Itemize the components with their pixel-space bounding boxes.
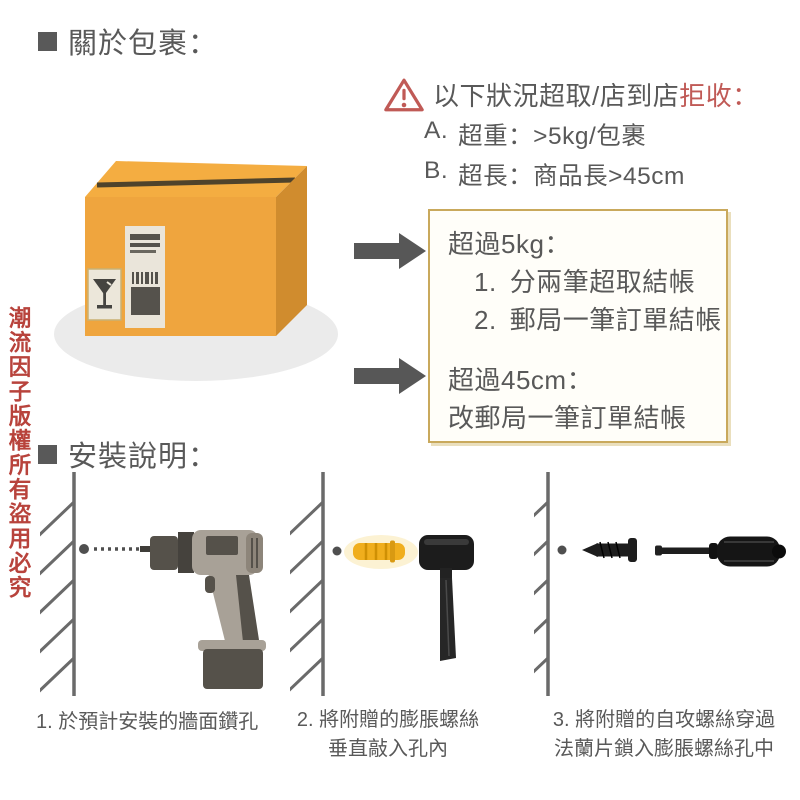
rule-option-text: 分兩筆超取結帳 (509, 267, 696, 297)
parcel-box-illustration (54, 161, 338, 381)
fragile-glass-label (87, 268, 122, 321)
rule-overlength-action: 改郵局一筆訂單結帳 (448, 403, 687, 433)
step-caption-line: 2. 將附贈的膨脹螺絲 (296, 709, 480, 731)
rule-overweight-title: 超過5kg： (448, 229, 571, 259)
step3-caption: 3. 將附贈的自攻螺絲穿過 法蘭片鎖入膨脹螺絲孔中 (528, 706, 800, 764)
arrow-right-icon (354, 233, 426, 269)
section-header-package: 關於包裹： (38, 20, 218, 62)
step2-anchor-hammer-illustration (290, 472, 474, 696)
parcel-side-face (276, 166, 307, 336)
warning-item-text: 超長：商品長>45cm (458, 163, 685, 190)
drill-hole-dot (332, 546, 342, 556)
self-tapping-screw-icon (582, 538, 637, 562)
section-title-install: 安裝說明： (68, 441, 219, 473)
mallet-icon (419, 535, 474, 661)
section-header-install: 安裝說明： (38, 433, 218, 475)
rule-option-number: 1. (474, 267, 497, 297)
step1-drill-illustration (40, 472, 266, 696)
rule-overweight-option-1: 1. 分兩筆超取結帳 (448, 263, 726, 301)
step-caption-line: 3. 將附贈的自攻螺絲穿過 (552, 709, 776, 731)
wall-hatching (534, 500, 550, 674)
warning-refuse-text: 拒收： (679, 81, 759, 111)
electric-drill-icon (140, 530, 266, 689)
step-caption-line: 1. 於預計安裝的牆面鑽孔 (36, 711, 259, 733)
shipping-rules-box: 超過5kg： 1. 分兩筆超取結帳 2. 郵局一筆訂單結帳 超過45cm： 改郵… (428, 209, 728, 443)
step2-caption: 2. 將附贈的膨脹螺絲 垂直敲入孔內 (293, 706, 483, 764)
step-caption-line: 垂直敲入孔內 (328, 738, 448, 760)
warning-item-overweight: A. 超重：>5kg/包裹 (424, 117, 646, 152)
rule-overweight-option-2: 2. 郵局一筆訂單結帳 (448, 301, 726, 339)
wall-anchor-icon (344, 535, 418, 569)
step3-screw-screwdriver-illustration (534, 472, 786, 696)
arrow-right-icon (354, 358, 426, 394)
warning-item-label: B. (424, 157, 449, 184)
barcode (132, 272, 158, 284)
parcel-top-face (85, 161, 307, 197)
refusal-warning-row: 以下狀況超取/店到店拒收： (383, 76, 759, 113)
warning-triangle-icon (384, 78, 424, 112)
step1-caption: 1. 於預計安裝的牆面鑽孔 (36, 708, 276, 737)
parcel-tape (96, 177, 296, 188)
copyright-watermark: 潮流因子版權所有盜用必究 (6, 306, 31, 600)
screwdriver-icon (655, 536, 786, 567)
wall-hatching (40, 500, 76, 693)
warning-text-prefix: 以下狀況超取/店到店 (433, 81, 680, 111)
rule-option-number: 2. (474, 305, 497, 335)
drill-hole-dot (557, 545, 567, 555)
warning-item-label: A. (424, 117, 449, 144)
section-title-package: 關於包裹： (68, 28, 219, 60)
square-bullet-icon (38, 31, 57, 51)
warning-item-overlength: B. 超長：商品長>45cm (424, 157, 685, 192)
warning-item-text: 超重：>5kg/包裹 (458, 123, 647, 150)
rule-overlength-title: 超過45cm： (448, 365, 594, 395)
square-bullet-icon (38, 444, 57, 464)
wall-hatching (290, 500, 325, 692)
warning-text: 以下狀況超取/店到店拒收： (433, 76, 759, 113)
step-caption-line: 法蘭片鎖入膨脹螺絲孔中 (554, 738, 774, 760)
shipping-label (125, 226, 165, 328)
drill-hole-dot (79, 544, 89, 554)
rule-option-text: 郵局一筆訂單結帳 (509, 305, 722, 335)
